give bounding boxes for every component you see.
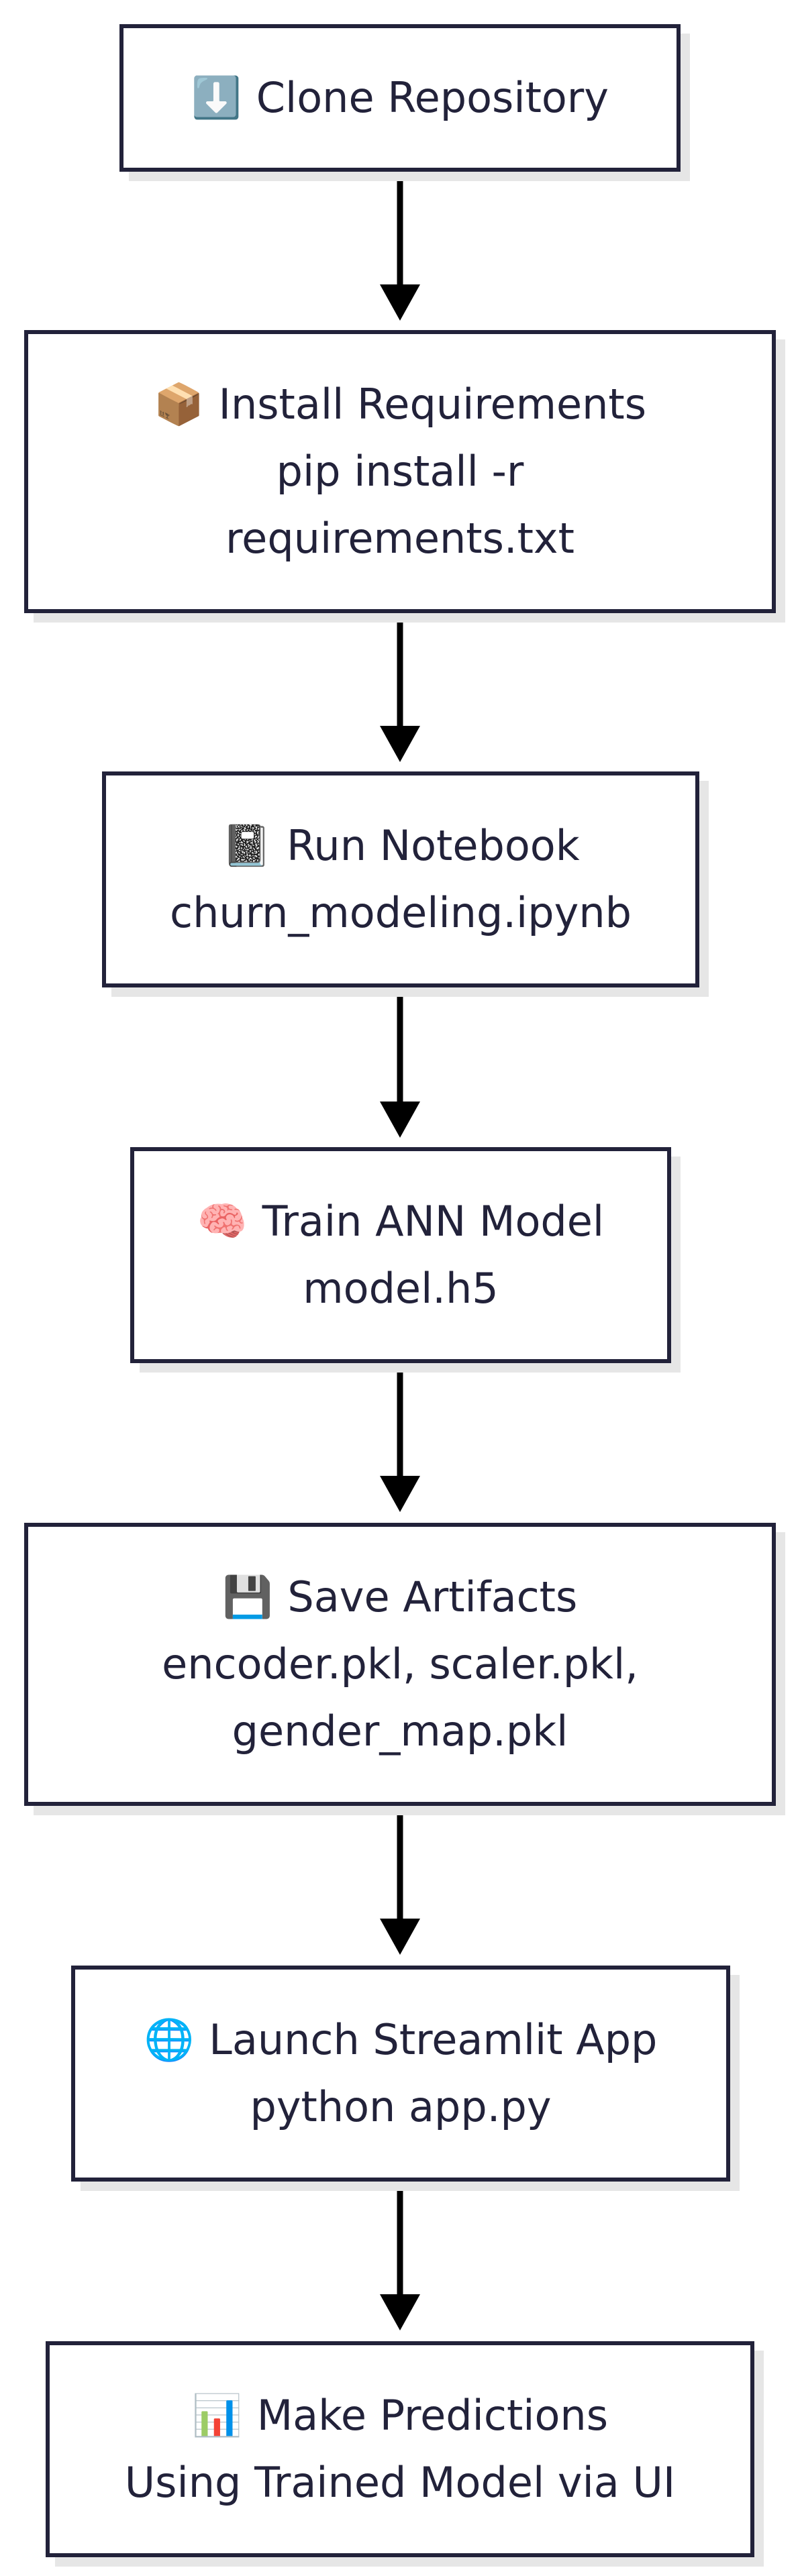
arrow-4-to-5 (380, 1360, 420, 1512)
package-icon: 📦 (153, 381, 204, 428)
arrow-5-to-6 (380, 1803, 420, 1955)
down-arrow-icon: ⬇️ (191, 74, 242, 121)
step-title: Make Predictions (256, 2391, 609, 2440)
step-detail: model.h5 (303, 1264, 499, 1313)
floppy-disk-icon: 💾 (222, 1574, 273, 1621)
arrow-6-to-7 (380, 2179, 420, 2330)
globe-icon: 🌐 (144, 2017, 195, 2063)
bar-chart-icon: 📊 (191, 2392, 242, 2439)
step-title-line: 🌐 Launch Streamlit App (144, 2006, 658, 2074)
arrow-3-to-4 (380, 986, 420, 1138)
step-save-artifacts: 💾 Save Artifacts encoder.pkl, scaler.pkl… (24, 1523, 776, 1806)
step-detail: python app.py (250, 2082, 552, 2131)
step-detail: gender_map.pkl (232, 1707, 568, 1756)
step-title: Train ANN Model (262, 1197, 605, 1246)
step-detail: churn_modeling.ipynb (170, 888, 632, 937)
notebook-icon: 📓 (221, 822, 272, 869)
step-train-ann-model: 🧠 Train ANN Model model.h5 (130, 1147, 671, 1363)
step-title: Run Notebook (287, 821, 580, 870)
step-title: Install Requirements (218, 380, 647, 429)
step-title: Clone Repository (256, 73, 609, 122)
step-make-predictions: 📊 Make Predictions Using Trained Model v… (46, 2341, 754, 2557)
arrow-2-to-3 (380, 610, 420, 762)
step-detail: encoder.pkl, scaler.pkl, (162, 1640, 638, 1688)
step-run-notebook: 📓 Run Notebook churn_modeling.ipynb (102, 771, 699, 987)
step-title-line: 📦 Install Requirements (154, 371, 646, 438)
step-launch-streamlit-app: 🌐 Launch Streamlit App python app.py (71, 1966, 730, 2182)
step-title-line: 📓 Run Notebook (221, 812, 579, 879)
step-title: Save Artifacts (287, 1572, 578, 1621)
step-title-line: 🧠 Train ANN Model (197, 1188, 604, 1255)
step-detail: requirements.txt (226, 514, 574, 563)
step-clone-repository: ⬇️ Clone Repository (119, 24, 681, 172)
brain-icon: 🧠 (197, 1198, 248, 1245)
step-title-line: 💾 Save Artifacts (223, 1564, 578, 1631)
step-title-line: ⬇️ Clone Repository (191, 64, 609, 131)
step-title-line: 📊 Make Predictions (192, 2382, 608, 2449)
step-title: Launch Streamlit App (209, 2015, 658, 2064)
step-install-requirements: 📦 Install Requirements pip install -r re… (24, 330, 776, 613)
arrow-1-to-2 (380, 169, 420, 321)
step-detail: Using Trained Model via UI (124, 2458, 676, 2507)
step-detail: pip install -r (276, 447, 524, 496)
